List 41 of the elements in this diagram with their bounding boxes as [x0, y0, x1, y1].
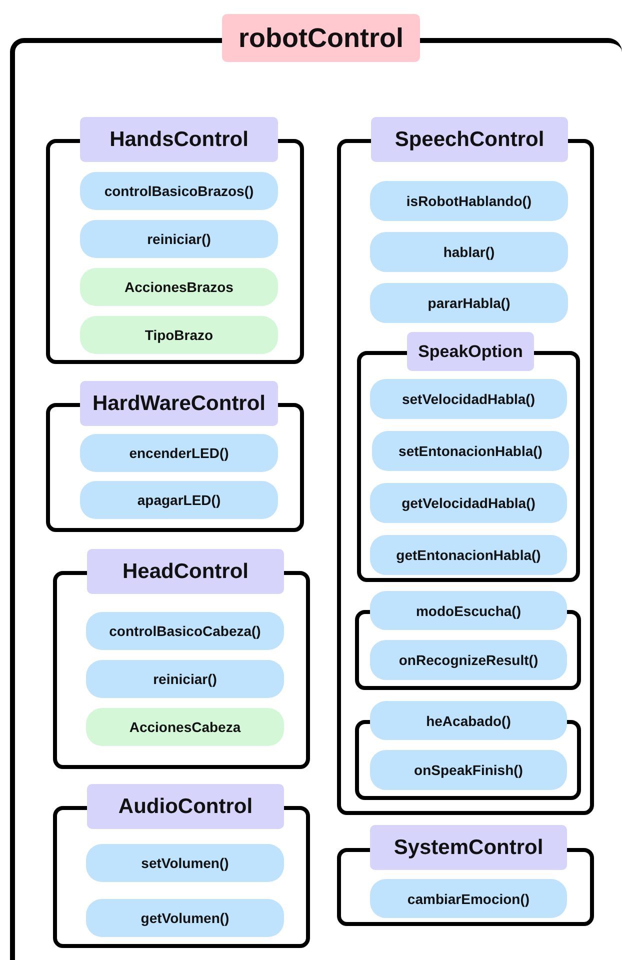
- class-frame: [53, 549, 310, 769]
- group-title: HandsControl: [80, 117, 278, 162]
- method-pill: setVelocidadHabla(): [370, 379, 567, 419]
- method-pill: pararHabla(): [370, 283, 568, 323]
- method-pill: controlBasicoBrazos(): [80, 172, 278, 210]
- class-frame: [357, 332, 580, 582]
- method-pill: cambiarEmocion(): [370, 879, 567, 918]
- method-pill: apagarLED(): [80, 481, 278, 519]
- group-title: HeadControl: [87, 549, 284, 594]
- method-pill: getEntonacionHabla(): [370, 535, 567, 575]
- group-title: SystemControl: [370, 825, 567, 870]
- type-pill: AccionesCabeza: [86, 708, 284, 746]
- method-pill: controlBasicoCabeza(): [86, 612, 284, 650]
- class-frame: [46, 381, 304, 532]
- class-frame: [337, 117, 594, 815]
- method-pill: encenderLED(): [80, 434, 278, 472]
- class-frame: [337, 825, 594, 926]
- package-frame: [10, 14, 622, 960]
- group-frame: [355, 591, 581, 690]
- group-title: robotControl: [222, 14, 420, 62]
- method-pill: setVolumen(): [86, 844, 284, 882]
- group-title: HardWareControl: [80, 381, 278, 426]
- group-title: SpeechControl: [371, 117, 568, 162]
- method-pill: getVelocidadHabla(): [370, 483, 567, 523]
- group-frame: [355, 701, 581, 800]
- type-pill: TipoBrazo: [80, 316, 278, 354]
- class-frame: [53, 784, 310, 948]
- method-pill: reiniciar(): [86, 660, 284, 698]
- method-pill: onRecognizeResult(): [370, 640, 567, 680]
- method-pill: reiniciar(): [80, 220, 278, 258]
- method-pill: hablar(): [370, 232, 568, 272]
- class-frame: [46, 117, 304, 364]
- method-pill: modoEscucha(): [370, 591, 567, 630]
- method-pill: setEntonacionHabla(): [372, 431, 569, 471]
- type-pill: AccionesBrazos: [80, 268, 278, 306]
- group-title: SpeakOption: [407, 332, 534, 371]
- method-pill: heAcabado(): [370, 701, 567, 740]
- method-pill: isRobotHablando(): [370, 181, 568, 221]
- method-pill: onSpeakFinish(): [370, 750, 567, 790]
- method-pill: getVolumen(): [86, 899, 284, 937]
- group-title: AudioControl: [87, 784, 284, 829]
